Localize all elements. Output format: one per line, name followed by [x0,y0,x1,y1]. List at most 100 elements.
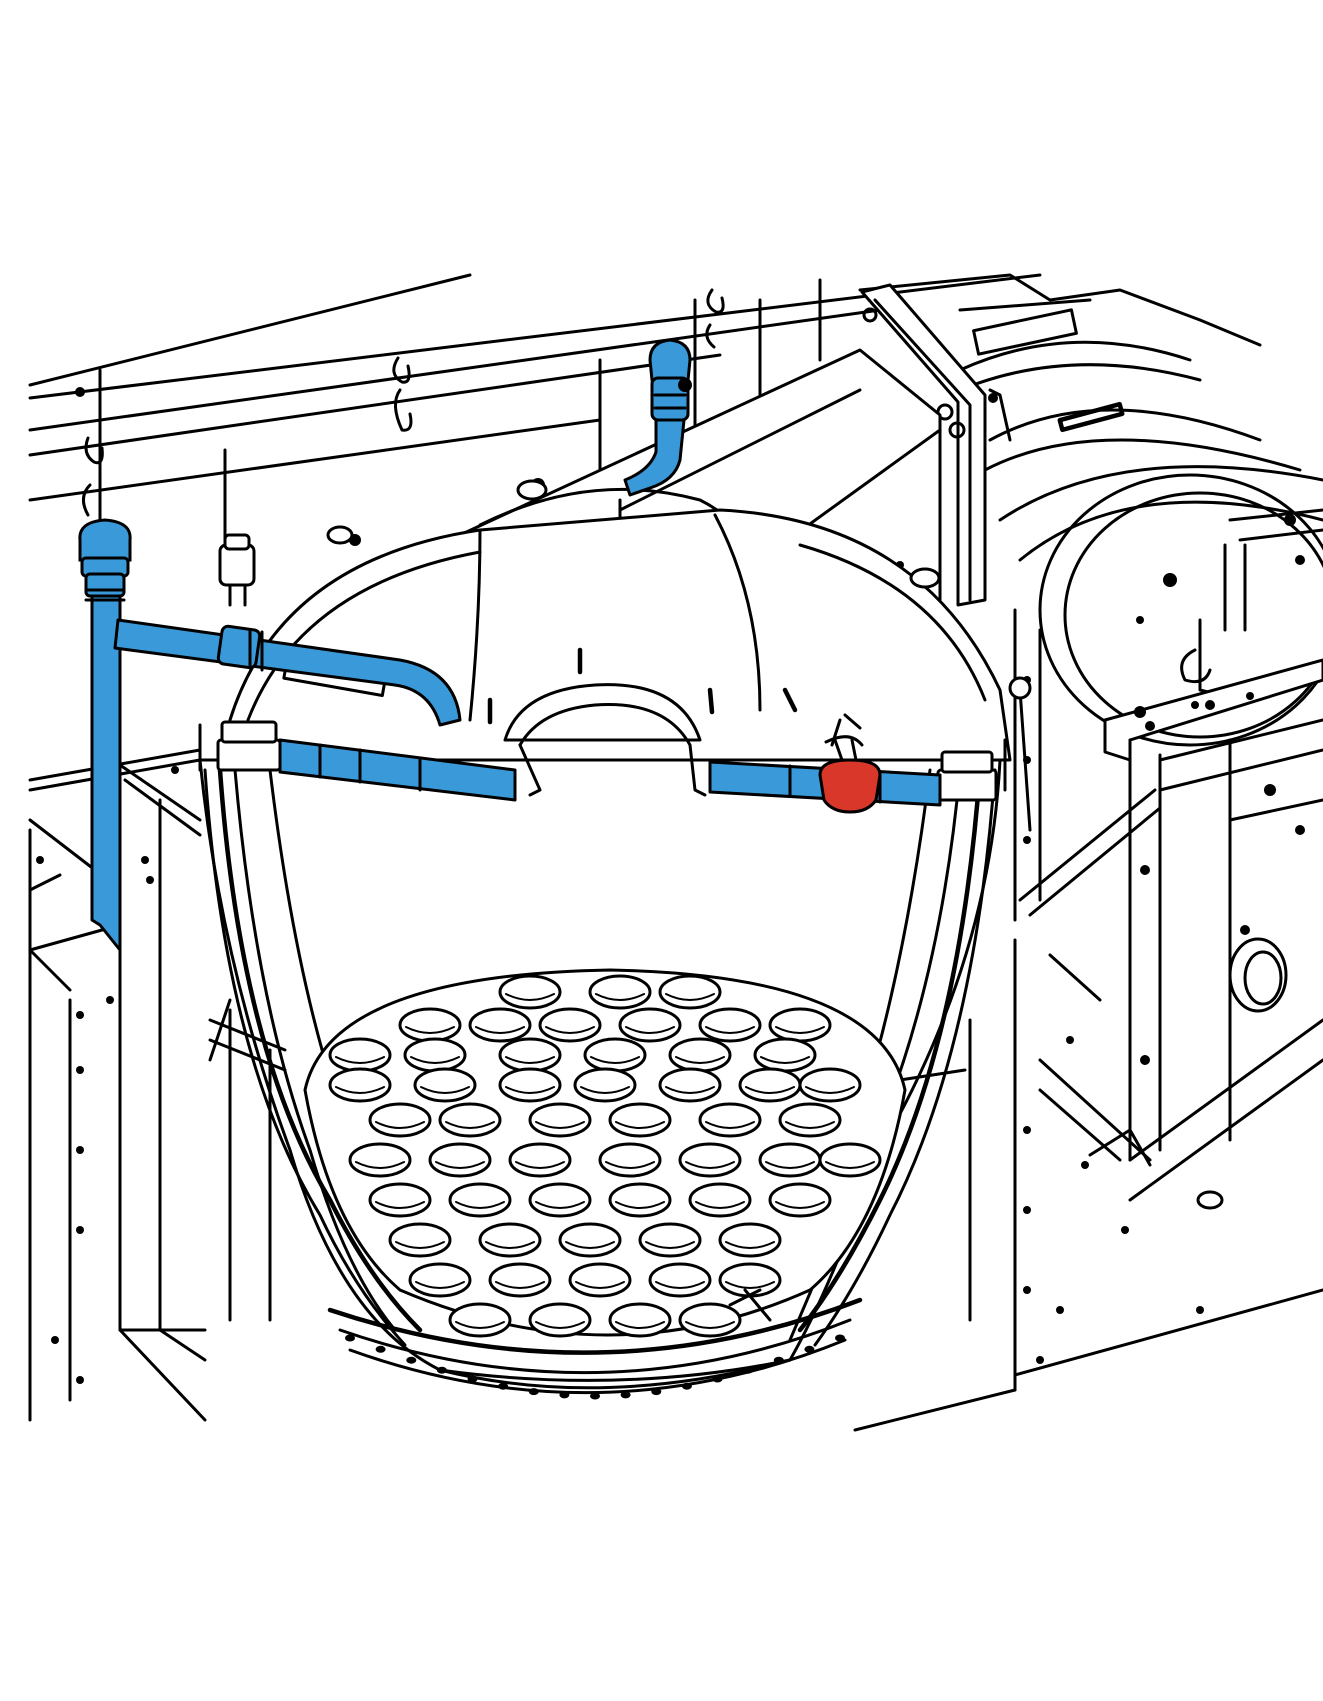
grate-hole [488,1262,552,1298]
left-structure [28,533,256,1422]
grate-hole-inner-edge [575,1281,625,1289]
grate-hole-inner-edge [505,1056,555,1064]
grate-hole [778,1102,842,1138]
grate-hole [678,1302,742,1338]
grate-hole-inner-edge [455,1321,505,1329]
grate-hole [328,1067,392,1103]
right-machinery [853,273,1323,1432]
rim-rivet [498,1382,509,1390]
grate-hole [413,1067,477,1103]
basin-rivets [345,1334,845,1400]
perforated-grate [303,968,907,1338]
grate-hole [583,1037,647,1073]
grate-hole [598,1142,662,1178]
grate-hole-inner-edge [685,1161,735,1169]
grate-hole [753,1037,817,1073]
grate-hole-inner-edge [535,1121,585,1129]
grate-hole [818,1142,882,1178]
grate-hole-inner-edge [595,993,645,1001]
grate-hole-inner-edge [615,1121,665,1129]
rim-rivet [375,1345,386,1353]
grate-hole [538,1007,602,1043]
grate-hole-inner-edge [705,1121,755,1129]
grate-hole-inner-edge [515,1161,565,1169]
grate-hole-inner-edge [765,1161,815,1169]
grate-hole-inner-edge [580,1086,630,1094]
grate-hole [768,1007,832,1043]
grate-hole-inner-edge [665,1086,715,1094]
grate-hole-inner-edge [455,1201,505,1209]
rim-rivet [773,1356,784,1364]
grate-hole-inner-edge [335,1056,385,1064]
rim-rivet [345,1334,355,1342]
grate-hole [608,1182,672,1218]
grate-hole [398,1007,462,1043]
rim-rivet [528,1388,539,1396]
grate-hole-inner-edge [435,1161,485,1169]
grate-hole-inner-edge [485,1241,535,1249]
grate-hole [648,1262,712,1298]
left-rim-channel [278,738,517,802]
rim-rivet [406,1356,417,1364]
grate-hole [568,1262,632,1298]
grate-holes [328,974,882,1338]
grate-hole-inner-edge [375,1121,425,1129]
upper-frame-rails [28,273,1042,792]
grate-hole [688,1182,752,1218]
grate-hole-inner-edge [605,1161,655,1169]
grate-hole-inner-edge [545,1026,595,1034]
grate-hole [638,1222,702,1258]
grate-hole-inner-edge [405,1026,455,1034]
grate-hole-inner-edge [505,1086,555,1094]
grate-hole-inner-edge [705,1026,755,1034]
grate-hole-inner-edge [685,1321,735,1329]
left-vertical-pipe [90,558,122,952]
rim-rivet [559,1391,570,1399]
grate-hole [738,1067,802,1103]
grate-hole-inner-edge [410,1056,460,1064]
grate-hole-inner-edge [725,1281,775,1289]
grate-hole [498,1037,562,1073]
grate-hole-inner-edge [615,1201,665,1209]
grate-hole [328,1037,392,1073]
grate-hole [718,1222,782,1258]
grate-hole [508,1142,572,1178]
grate-hole [698,1102,762,1138]
grate-hole [528,1102,592,1138]
grate-hole [438,1102,502,1138]
chamber-side-struts [203,767,997,1347]
grate-hole-inner-edge [785,1121,835,1129]
grate-hole [698,1007,762,1043]
grate-hole-inner-edge [355,1161,405,1169]
grate-hole-inner-edge [655,1281,705,1289]
rim-rivet [651,1388,662,1396]
grate-hole [573,1067,637,1103]
rim-rivet [743,1366,754,1374]
grate-hole [428,1142,492,1178]
grate-hole-inner-edge [775,1026,825,1034]
rim-rivet [681,1382,692,1390]
grate-hole [678,1142,742,1178]
hose-clamps [75,288,725,517]
grate-hole [408,1262,472,1298]
grate-hole [608,1102,672,1138]
pipe-cap-left [78,518,132,602]
grate-hole-inner-edge [535,1321,585,1329]
rim-rivet [590,1392,600,1400]
grate-hole-inner-edge [475,1026,525,1034]
grate-hole-inner-edge [535,1201,585,1209]
grate-hole [403,1037,467,1073]
grate-hole [448,1302,512,1338]
grate-hole [798,1067,862,1103]
grate-hole [368,1182,432,1218]
valve-fitting [818,713,882,814]
grate-hole [758,1142,822,1178]
bolt-marker [75,387,85,397]
grate-hole [588,974,652,1010]
grate-hole [448,1182,512,1218]
grate-hole-inner-edge [335,1086,385,1094]
grate-hole-inner-edge [375,1201,425,1209]
horizontal-pipe-elbow [113,618,462,727]
grate-hole-inner-edge [825,1161,875,1169]
